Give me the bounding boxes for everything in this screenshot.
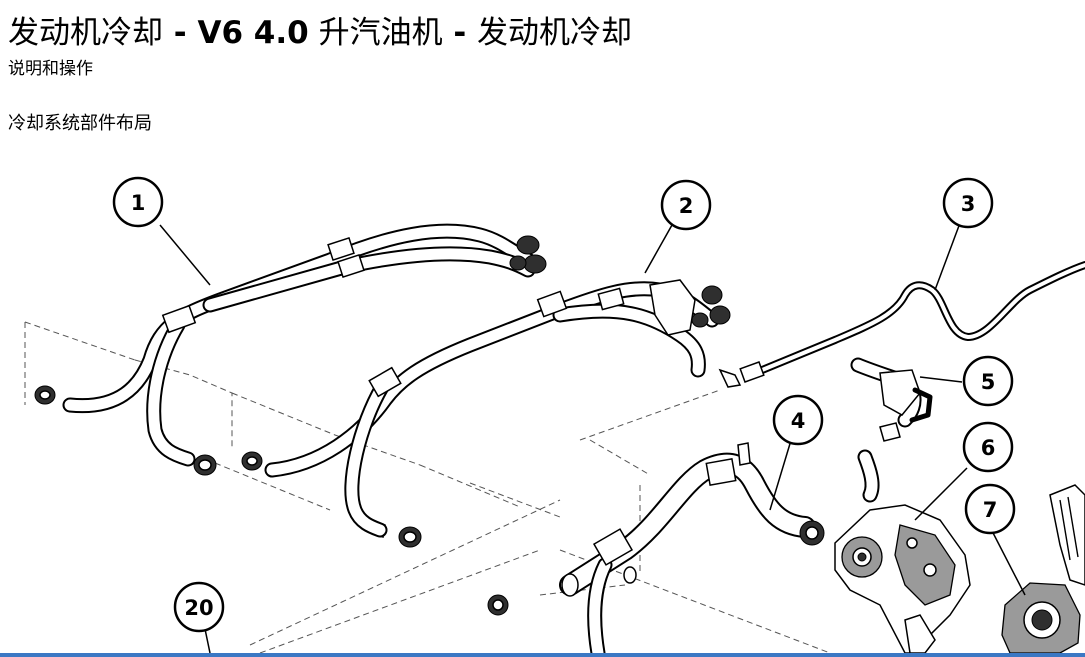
callout-5: 5 xyxy=(962,355,1014,407)
hose-assembly-upper-right xyxy=(264,279,731,538)
callout-1: 1 xyxy=(112,176,164,228)
callout-6-number: 6 xyxy=(981,436,996,460)
title-model: V6 4.0 xyxy=(197,15,309,51)
callout-2: 2 xyxy=(660,179,712,231)
section-heading: 冷却系统部件布局 xyxy=(8,113,152,134)
page-title: 发动机冷却 - V6 4.0 升汽油机 - 发动机冷却 xyxy=(8,14,632,52)
callout-3: 3 xyxy=(942,177,994,229)
throttle-body xyxy=(1001,484,1085,653)
cooling-system-diagram: .hose { fill: none; stroke: #000; stroke… xyxy=(24,176,1085,653)
callout-4-number: 4 xyxy=(791,409,806,433)
callout-6: 6 xyxy=(962,421,1014,473)
assembly-guide-lines xyxy=(24,321,831,653)
callout-20: 20 xyxy=(173,581,225,633)
title-part-3: 发动机冷却 xyxy=(477,15,633,51)
water-pump xyxy=(834,504,971,653)
callout-2-number: 2 xyxy=(679,194,694,218)
callout-3-number: 3 xyxy=(961,192,976,216)
coolant-hose-lower xyxy=(559,442,825,653)
callout-leader-lines xyxy=(159,222,1026,653)
page-subtitle: 说明和操作 xyxy=(8,59,93,79)
callout-5-number: 5 xyxy=(981,370,996,394)
hose-clamps-left xyxy=(34,385,509,616)
title-part-2: 升汽油机 xyxy=(308,15,443,51)
callout-7-number: 7 xyxy=(983,498,998,522)
bottom-divider xyxy=(0,653,1085,657)
hose-assembly-upper-left xyxy=(62,223,547,467)
callout-1-number: 1 xyxy=(131,191,146,215)
title-separator-2: - xyxy=(442,15,478,51)
callout-20-number: 20 xyxy=(184,596,213,620)
callout-7: 7 xyxy=(964,483,1016,535)
thermostat-housing xyxy=(850,357,933,503)
bleed-pipe xyxy=(718,261,1085,388)
title-part-1: 发动机冷却 xyxy=(8,15,163,51)
title-separator-1: - xyxy=(163,15,198,51)
callout-4: 4 xyxy=(772,394,824,446)
